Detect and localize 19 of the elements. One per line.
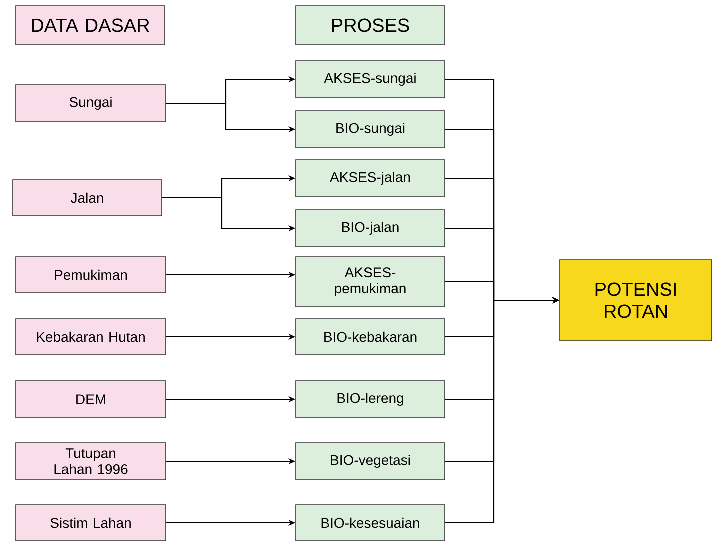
data-box: DEM <box>16 380 166 418</box>
header-box: PROSES <box>296 6 446 46</box>
process-box: BIO-kesesuaian <box>296 504 446 542</box>
data-box: Sungai <box>16 84 166 122</box>
process-box: AKSES-pemukiman <box>296 256 446 308</box>
process-box: BIO-kebakaran <box>296 318 446 356</box>
result-box: POTENSI ROTAN <box>560 260 712 342</box>
data-box: Kebakaran Hutan <box>16 318 166 356</box>
data-box: Tutupan Lahan 1996 <box>16 442 166 480</box>
data-box: Jalan <box>12 180 162 216</box>
process-box: BIO-vegetasi <box>296 442 446 480</box>
data-box: Sistim Lahan <box>16 504 166 542</box>
process-box: AKSES-jalan <box>296 160 446 198</box>
process-box: BIO-sungai <box>296 110 446 148</box>
data-box: Pemukiman <box>16 256 166 294</box>
process-box: BIO-jalan <box>296 210 446 248</box>
process-box: BIO-lereng <box>296 380 446 418</box>
header-box: DATA DASAR <box>16 6 166 46</box>
process-box: AKSES-sungai <box>296 60 446 98</box>
